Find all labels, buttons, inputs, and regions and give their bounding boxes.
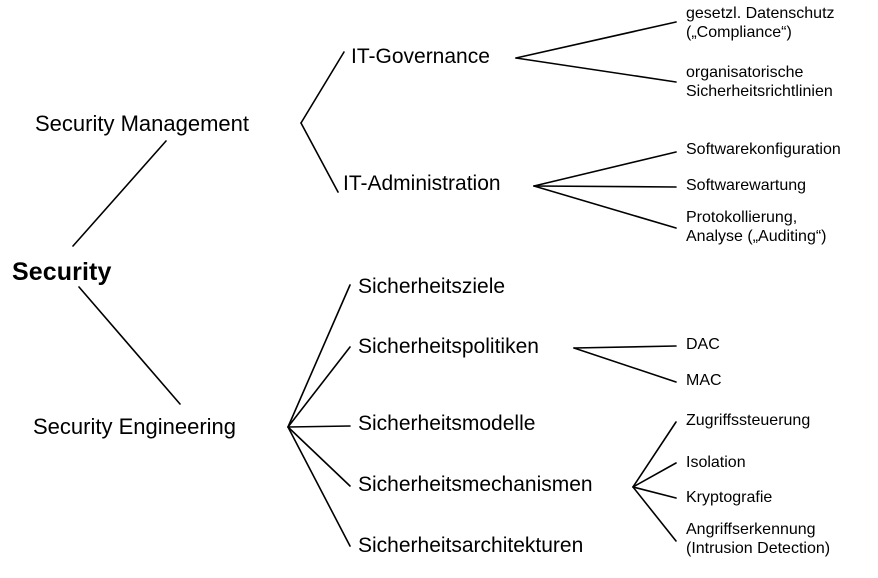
leaf-gesetzl-datenschutz-line-1: gesetzl. Datenschutz [686,5,835,22]
edge-itadmin-to-protokollierung [533,185,677,229]
edge-itgov-to-organisatorische [515,57,677,83]
edge-itadmin-to-softwarekonfiguration [533,151,677,187]
node-it-administration: IT-Administration [343,172,501,195]
edge-se-fan-to-sicherheitspolitiken [287,346,351,428]
edge-se-fan-to-sicherheitsarchitekturen [287,426,351,547]
leaf-isolation: Isolation [686,454,746,473]
edge-se-fan-to-sicherheitsmechanismen [287,426,351,487]
leaf-zugriffssteuerung-line-1: Zugriffssteuerung [686,412,811,429]
edge-mechanismen-to-zugriffssteuerung [632,421,677,488]
leaf-protokollierung-analyse-line-2: Analyse („Auditing“) [686,227,827,245]
edge-itgov-to-gesetzl-datenschutz [515,21,677,59]
leaf-isolation-line-1: Isolation [686,454,746,471]
leaf-mac: MAC [686,372,722,391]
edge-mechanismen-to-kryptografie [632,486,677,499]
edge-sm-fan-to-it-administration [300,122,339,193]
leaf-dac-line-1: DAC [686,336,720,353]
leaf-protokollierung-analyse: Protokollierung,Analyse („Auditing“) [686,209,827,247]
leaf-organisatorische-sicherheitsrichtlinien-line-2: Sicherheitsrichtlinien [686,82,833,100]
leaf-gesetzl-datenschutz-line-2: („Compliance“) [686,23,792,41]
leaf-zugriffssteuerung: Zugriffssteuerung [686,412,810,431]
leaf-angriffserkennung-line-2: (Intrusion Detection) [686,539,831,557]
leaf-kryptografie-line-1: Kryptografie [686,489,773,506]
leaf-organisatorische-sicherheitsrichtlinien-line-1: organisatorische [686,64,804,81]
leaf-softwarewartung-line-1: Softwarewartung [686,177,807,194]
leaf-gesetzl-datenschutz: gesetzl. Datenschutz(„Compliance“) [686,5,835,43]
leaf-softwarekonfiguration-line-1: Softwarekonfiguration [686,141,841,158]
edge-root-to-security-engineering [78,286,181,405]
edge-mechanismen-to-isolation [632,462,677,488]
leaf-softwarekonfiguration: Softwarekonfiguration [686,141,841,160]
leaf-angriffserkennung-line-1: Angriffserkennung [686,521,816,538]
node-sicherheitspolitiken: Sicherheitspolitiken [358,335,539,358]
edge-itadmin-to-softwarewartung [533,185,677,188]
edge-politiken-to-mac [573,347,677,383]
leaf-dac: DAC [686,336,720,355]
edge-sm-fan-to-it-governance [300,51,345,124]
leaf-angriffserkennung: Angriffserkennung(Intrusion Detection) [686,521,830,559]
leaf-protokollierung-analyse-line-1: Protokollierung, [686,209,798,226]
node-sicherheitsmechanismen: Sicherheitsmechanismen [358,473,593,496]
leaf-kryptografie: Kryptografie [686,489,772,508]
leaf-softwarewartung: Softwarewartung [686,177,806,196]
node-sicherheitsmodelle: Sicherheitsmodelle [358,412,536,435]
edge-politiken-to-dac [573,345,677,349]
edge-root-to-security-management [72,140,167,247]
node-root-security: Security [12,258,112,286]
edge-se-fan-to-sicherheitsmodelle [287,425,351,428]
node-sicherheitsziele: Sicherheitsziele [358,275,506,298]
edge-mechanismen-to-angriffserkennung [632,486,677,542]
node-security-management: Security Management [35,111,249,136]
leaf-mac-line-1: MAC [686,372,722,389]
node-sicherheitsarchitekturen: Sicherheitsarchitekturen [358,534,584,557]
node-it-governance: IT-Governance [351,45,490,68]
node-security-engineering: Security Engineering [33,414,237,439]
edge-se-fan-to-sicherheitsziele [287,284,351,428]
